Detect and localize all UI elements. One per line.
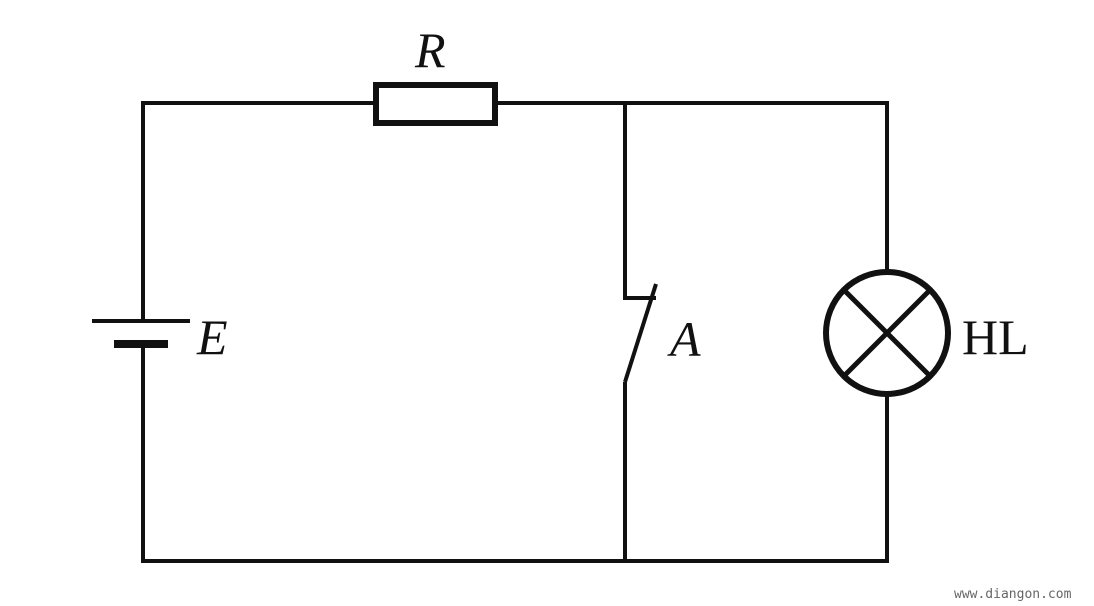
resistor-symbol <box>373 82 498 126</box>
wires <box>141 101 889 563</box>
resistor-label: R <box>414 22 446 78</box>
switch-contact-blade <box>623 283 658 383</box>
watermark-text: www.diangon.com <box>954 587 1072 602</box>
battery-symbol <box>92 319 190 348</box>
switch-label: A <box>667 311 701 367</box>
lamp-label: HL <box>962 309 1029 365</box>
lamp-cross-b <box>842 288 932 378</box>
battery-label: E <box>196 309 228 365</box>
lamp-symbol <box>823 269 951 397</box>
